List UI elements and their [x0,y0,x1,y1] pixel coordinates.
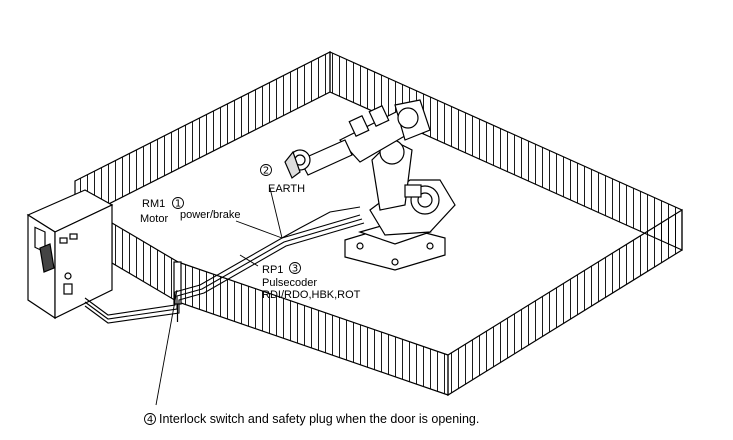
svg-text:4: 4 [147,415,153,426]
callout-circle-1 [172,197,184,209]
label-rp1: RP1 3 [262,262,301,276]
label-rm1: RM1 1 [142,197,184,210]
callout-circle-2 [260,164,272,176]
leader-line-interlock [155,289,178,406]
label-motor: Motor [140,213,168,225]
svg-text:RM1: RM1 [142,198,165,210]
industrial-robot-arm [284,99,456,271]
svg-text:1: 1 [175,199,181,210]
label-power-brake: power/brake [180,209,241,221]
leader-line-motor [235,220,283,239]
callout-circle-4 [144,413,156,425]
teach-pendant-icon [39,243,55,273]
label-earth-number: 2 [260,164,272,177]
leader-line-rp1 [239,254,259,267]
label-rdi-rdo: RDI/RDO,HBK,ROT [262,289,361,301]
svg-text:Interlock switch and safety pl: Interlock switch and safety plug when th… [159,412,479,426]
robot-controller-cabinet [26,189,114,320]
label-interlock: 4 Interlock switch and safety plug when … [144,412,479,426]
svg-text:2: 2 [263,166,269,177]
label-earth: EARTH [268,183,305,195]
svg-text:3: 3 [292,264,298,275]
callout-circle-3 [289,262,301,274]
label-pulsecoder: Pulsecoder [262,277,317,289]
leader-line-earth [269,187,283,239]
svg-text:RP1: RP1 [262,264,283,276]
